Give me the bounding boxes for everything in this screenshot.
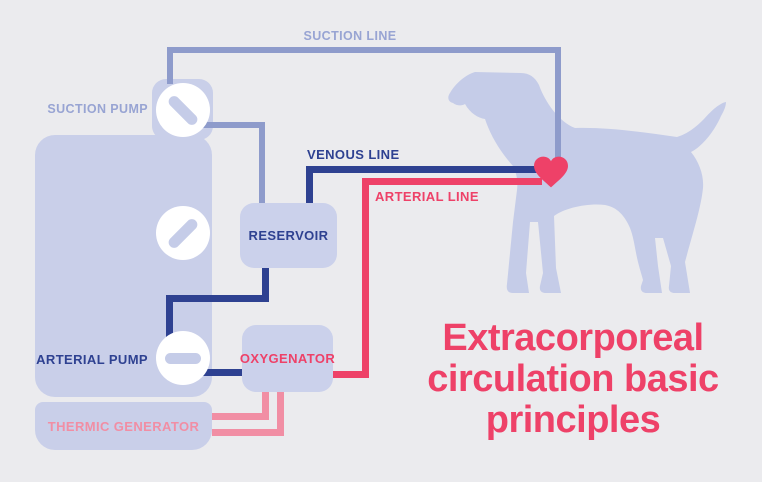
arterial-line-label: ARTERIAL LINE (375, 189, 479, 204)
page-title: Extracorporeal circulation basic princip… (405, 318, 741, 441)
venous-line-horizontal (306, 166, 538, 173)
mid-pump-icon (156, 206, 210, 260)
thermic-line-vertical-1 (262, 392, 269, 420)
suction-line-label: SUCTION LINE (303, 29, 397, 43)
roller-pump-diagonal-down-icon (166, 93, 200, 127)
oxygenator-box: OXYGENATOR (239, 325, 336, 392)
arterial-pump-icon (156, 331, 210, 385)
reservoir-to-pump-vertical-2 (166, 295, 173, 340)
arterial-line-top-horizontal (362, 178, 542, 185)
oxygenator-label: OXYGENATOR (239, 351, 336, 366)
title-line-1: Extracorporeal (442, 317, 704, 359)
roller-pump-horizontal-icon (165, 352, 201, 364)
heart-icon (534, 156, 568, 188)
thermic-generator-box: THERMIC GENERATOR (35, 402, 212, 450)
thermic-line-horizontal-1 (212, 413, 269, 420)
thermic-line-vertical-2 (277, 392, 284, 436)
suction-line-left-vertical (167, 47, 173, 84)
thermic-line-horizontal-2 (212, 429, 284, 436)
arterial-line-bottom-horizontal (333, 371, 369, 378)
suction-pump-to-reservoir-vertical (259, 122, 265, 203)
reservoir-to-pump-vertical-1 (262, 268, 269, 302)
arterial-pump-label: ARTERIAL PUMP (36, 352, 148, 367)
suction-pump-label: SUCTION PUMP (47, 102, 148, 116)
venous-line-vertical (306, 166, 313, 203)
arterial-line-vertical (362, 178, 369, 378)
thermic-generator-label: THERMIC GENERATOR (47, 418, 200, 434)
title-line-3: principles (485, 399, 661, 441)
reservoir-label: RESERVOIR (248, 228, 329, 243)
suction-pump-icon (156, 83, 210, 137)
suction-line-horizontal (167, 47, 561, 53)
venous-line-label: VENOUS LINE (307, 147, 400, 162)
title-line-2: circulation basic (427, 358, 719, 400)
reservoir-box: RESERVOIR (240, 203, 337, 268)
reservoir-to-pump-horizontal (166, 295, 269, 302)
suction-pump-to-reservoir-horizontal (200, 122, 265, 128)
suction-line-right-vertical (555, 47, 561, 159)
pump-to-oxygenator-horizontal (200, 369, 242, 376)
dog-silhouette (448, 72, 726, 293)
roller-pump-diagonal-up-icon (166, 216, 200, 250)
